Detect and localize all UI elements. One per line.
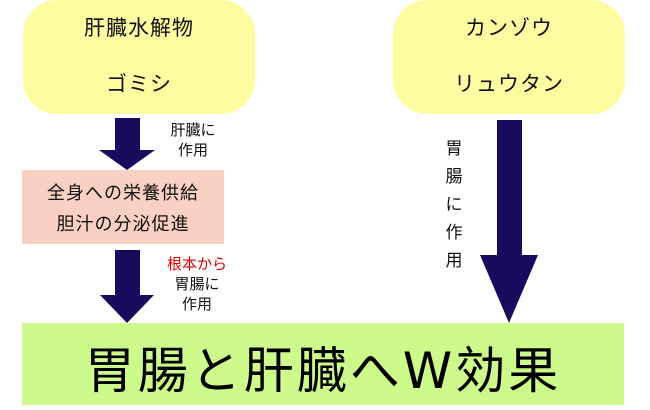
label-line-3: 作用	[181, 295, 212, 313]
arrow-label-root: 根本から 胃腸に 作用	[152, 254, 242, 314]
node-liver-hydrolysate-gomishi: 肝臓水解物 ゴミシ	[23, 0, 255, 114]
vchar: 用	[445, 251, 463, 271]
label-line-1: 根本から	[166, 255, 227, 273]
node-line-1: 全身への栄養供給	[47, 183, 199, 204]
label-line-2: 胃腸に	[174, 275, 220, 293]
node-double-effect: 胃腸と肝臓へW効果	[22, 323, 624, 405]
vchar: 腸	[445, 167, 463, 187]
node-nutrition-bile: 全身への栄養供給 胆汁の分泌促進	[22, 170, 224, 244]
node-line-1: 肝臓水解物	[84, 16, 194, 40]
arrow-label-stomach-vertical: 胃 腸 に 作 用	[442, 135, 466, 275]
node-line-2: ゴミシ	[106, 72, 172, 96]
vchar: に	[445, 195, 463, 215]
node-kanzou-ryutan: カンゾウ リュウタン	[393, 0, 625, 114]
node-line-2: 胆汁の分泌促進	[56, 214, 190, 235]
vchar: 胃	[445, 139, 463, 159]
result-title: 胃腸と肝臓へW効果	[84, 342, 562, 400]
label-line-2: 作用	[177, 141, 208, 159]
arrow-left-top	[99, 118, 155, 170]
node-line-1: カンゾウ	[465, 16, 553, 40]
vchar: 作	[445, 223, 463, 243]
label-line-1: 肝臓に	[170, 121, 216, 139]
arrow-left-bottom	[100, 250, 154, 323]
arrow-label-liver: 肝臓に 作用	[158, 120, 228, 160]
arrow-right	[480, 120, 538, 323]
node-line-2: リュウタン	[454, 72, 564, 96]
